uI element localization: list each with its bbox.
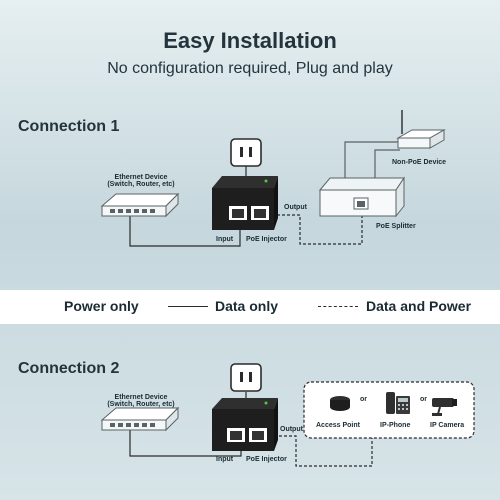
c2-dataPower-wire	[264, 434, 373, 467]
c1-splitter-label: PoE Splitter	[376, 223, 416, 230]
c2-ethernet-switch-icon	[100, 406, 180, 432]
legend-power-only: Power only	[64, 298, 139, 314]
legend-data-only: Data only	[215, 298, 279, 314]
device-ip-camera-label: IP Camera	[430, 422, 465, 429]
c1-ethernet-label-line1: Ethernet Device	[114, 174, 168, 181]
legend-dashed-line	[318, 306, 358, 307]
or-label-2: or	[420, 396, 427, 403]
ip-phone-icon	[386, 392, 410, 414]
page-title: Easy Installation	[163, 28, 337, 53]
or-label-1: or	[360, 396, 367, 403]
c1-splitter-wire-a	[344, 141, 400, 180]
c2-output-label: Output	[280, 426, 303, 433]
c1-data-wire	[129, 216, 241, 247]
c2-injector-label: PoE Injector	[246, 456, 287, 463]
c1-nonpoe-label: Non-PoE Device	[392, 159, 447, 166]
c2-ethernet-label-line1: Ethernet Device	[114, 394, 168, 401]
connection-2-title: Connection 2	[18, 360, 120, 377]
c1-splitter-wire-b	[374, 149, 400, 180]
c2-input-label: Input	[216, 456, 234, 463]
c1-poe-injector-icon	[212, 176, 278, 230]
page-subtitle: No configuration required, Plug and play	[107, 60, 393, 77]
c1-output-label: Output	[284, 204, 307, 211]
c1-ethernet-label: Ethernet Device (Switch, Router, etc)	[96, 174, 186, 188]
c1-ethernet-label-line2: (Switch, Router, etc)	[107, 181, 175, 188]
legend-band	[0, 290, 500, 324]
c1-ethernet-switch-icon	[100, 192, 180, 218]
c1-power-outlet-icon	[230, 138, 262, 167]
device-access-point-label: Access Point	[316, 422, 360, 429]
connection-1-title: Connection 1	[18, 118, 120, 135]
c1-input-label: Input	[216, 236, 234, 243]
c2-power-outlet-icon	[230, 363, 262, 392]
c1-injector-label: PoE Injector	[246, 236, 287, 243]
legend-data-and-power: Data and Power	[366, 298, 472, 314]
c2-poe-injector-icon	[212, 398, 278, 451]
c2-ethernet-label-line2: (Switch, Router, etc)	[107, 401, 175, 408]
c1-dataPower-wire	[262, 214, 363, 245]
legend-solid-line	[168, 306, 208, 307]
device-ip-phone-label: IP-Phone	[380, 422, 411, 429]
access-point-icon	[330, 396, 350, 411]
c1-poe-splitter-icon	[318, 176, 405, 218]
ip-camera-icon	[432, 398, 457, 416]
c2-ethernet-label: Ethernet Device (Switch, Router, etc)	[96, 394, 186, 408]
c1-router-icon	[396, 110, 446, 149]
